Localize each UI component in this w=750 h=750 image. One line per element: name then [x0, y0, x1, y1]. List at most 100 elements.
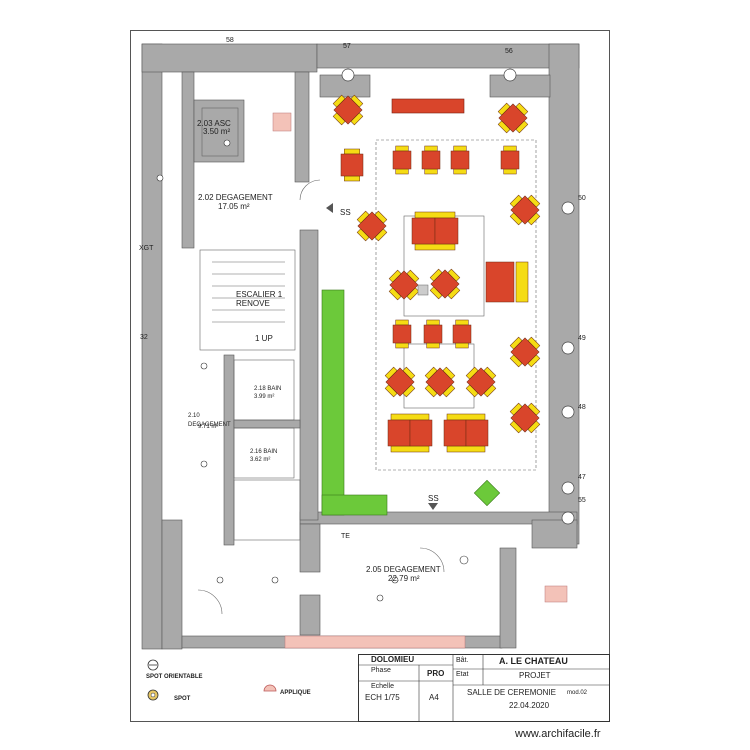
tb-phase-value: PRO [427, 669, 445, 678]
table [392, 150, 412, 170]
room-bain1-area: 3.99 m² [254, 394, 275, 400]
table [443, 419, 467, 447]
label-ss-top: SS [340, 208, 351, 217]
axis-49: 49 [578, 335, 586, 342]
furniture [332, 94, 541, 453]
chair [344, 148, 360, 155]
chair [414, 243, 456, 251]
table [434, 217, 459, 245]
room-210-name: 2.10 DEGAGEMENT [188, 413, 231, 428]
chair [446, 445, 486, 453]
table [421, 150, 441, 170]
arrow-down-icon [428, 503, 438, 510]
spot-icon [147, 689, 159, 701]
arrows [326, 203, 438, 510]
room-escalier-sub: RENOVE [236, 299, 270, 308]
axis-markers [341, 68, 575, 525]
table [385, 367, 415, 397]
room-202-name: 2.02 DEGAGEMENT [198, 193, 273, 202]
chair [455, 342, 469, 349]
tb-batiment-label: Bât. [456, 657, 469, 664]
room-bain1-name: 2.18 BAIN [254, 386, 282, 392]
table [387, 419, 411, 447]
spots [156, 139, 469, 602]
label-ss-bottom: SS [428, 494, 439, 503]
tb-phase-label: Phase [371, 667, 391, 674]
chair [453, 145, 467, 152]
table [500, 150, 520, 170]
table [392, 324, 412, 344]
chair [395, 342, 409, 349]
table [409, 419, 433, 447]
chair [503, 145, 517, 152]
chair [515, 261, 529, 303]
tb-client: DOLOMIEU [371, 655, 415, 664]
arrow-left-icon [326, 203, 333, 213]
axis-57: 57 [343, 43, 351, 50]
tb-etat-label: Etat [456, 671, 469, 678]
chair [426, 342, 440, 349]
walls [141, 43, 580, 650]
title-block: DOLOMIEU Phase PRO Echelle ECH 1/75 A4 B… [358, 654, 610, 722]
applique-icon [263, 684, 277, 692]
table [357, 211, 387, 241]
interior-lines [197, 107, 537, 615]
chair [455, 319, 469, 326]
chair [453, 168, 467, 175]
axis-xgt: XGT [139, 245, 154, 252]
table [425, 367, 455, 397]
chair [503, 168, 517, 175]
chair [390, 445, 430, 453]
axis-48: 48 [578, 404, 586, 411]
chair [395, 319, 409, 326]
chair [390, 413, 430, 421]
room-bain2-name: 2.16 BAIN [250, 449, 278, 455]
room-205-area: 22.79 m² [388, 574, 420, 583]
legend-spot-orientable: SPOT ORIENTABLE [146, 674, 203, 680]
chair [395, 168, 409, 175]
table [466, 367, 496, 397]
stair-marks [417, 284, 429, 296]
chair [414, 211, 456, 219]
legend-applique: APPLIQUE [280, 690, 311, 696]
table [510, 195, 540, 225]
room-bain2-area: 3.62 m² [250, 457, 271, 463]
room-202-area: 17.05 m² [218, 202, 250, 211]
tb-etat-value: PROJET [519, 671, 551, 680]
axis-55: 55 [578, 497, 586, 504]
axis-32: 32 [140, 334, 148, 341]
table [430, 269, 460, 299]
table [340, 153, 364, 177]
tb-date: 22.04.2020 [509, 701, 550, 710]
chair [395, 145, 409, 152]
pink-zones [272, 112, 568, 649]
green-zones [321, 289, 501, 516]
long-bench [391, 98, 465, 114]
table [510, 337, 540, 367]
table [389, 270, 419, 300]
table [423, 324, 443, 344]
table [465, 419, 489, 447]
room-escalier-name: ESCALIER 1 [236, 290, 283, 299]
chair [426, 319, 440, 326]
table [510, 403, 540, 433]
room-210-area: 9.71 m² [198, 424, 219, 430]
watermark: www.archifacile.fr [515, 728, 601, 740]
chair [446, 413, 486, 421]
table [333, 95, 363, 125]
axis-47: 47 [578, 474, 586, 481]
legend-spot: SPOT [174, 696, 191, 702]
tb-format-value: A4 [429, 693, 439, 702]
axis-50: 50 [578, 195, 586, 202]
label-te: TE [341, 533, 350, 540]
tb-modification: mod.02 [567, 690, 588, 696]
room-asc-name: 2.03 ASC [197, 119, 231, 128]
tb-batiment-value: A. LE CHATEAU [499, 656, 568, 666]
table [411, 217, 436, 245]
axis-58: 58 [226, 37, 234, 44]
tb-echelle-value: ECH 1/75 [365, 693, 400, 702]
axis-56: 56 [505, 48, 513, 55]
legend: SPOT ORIENTABLE SPOT APPLIQUE [140, 654, 358, 720]
table [498, 103, 528, 133]
